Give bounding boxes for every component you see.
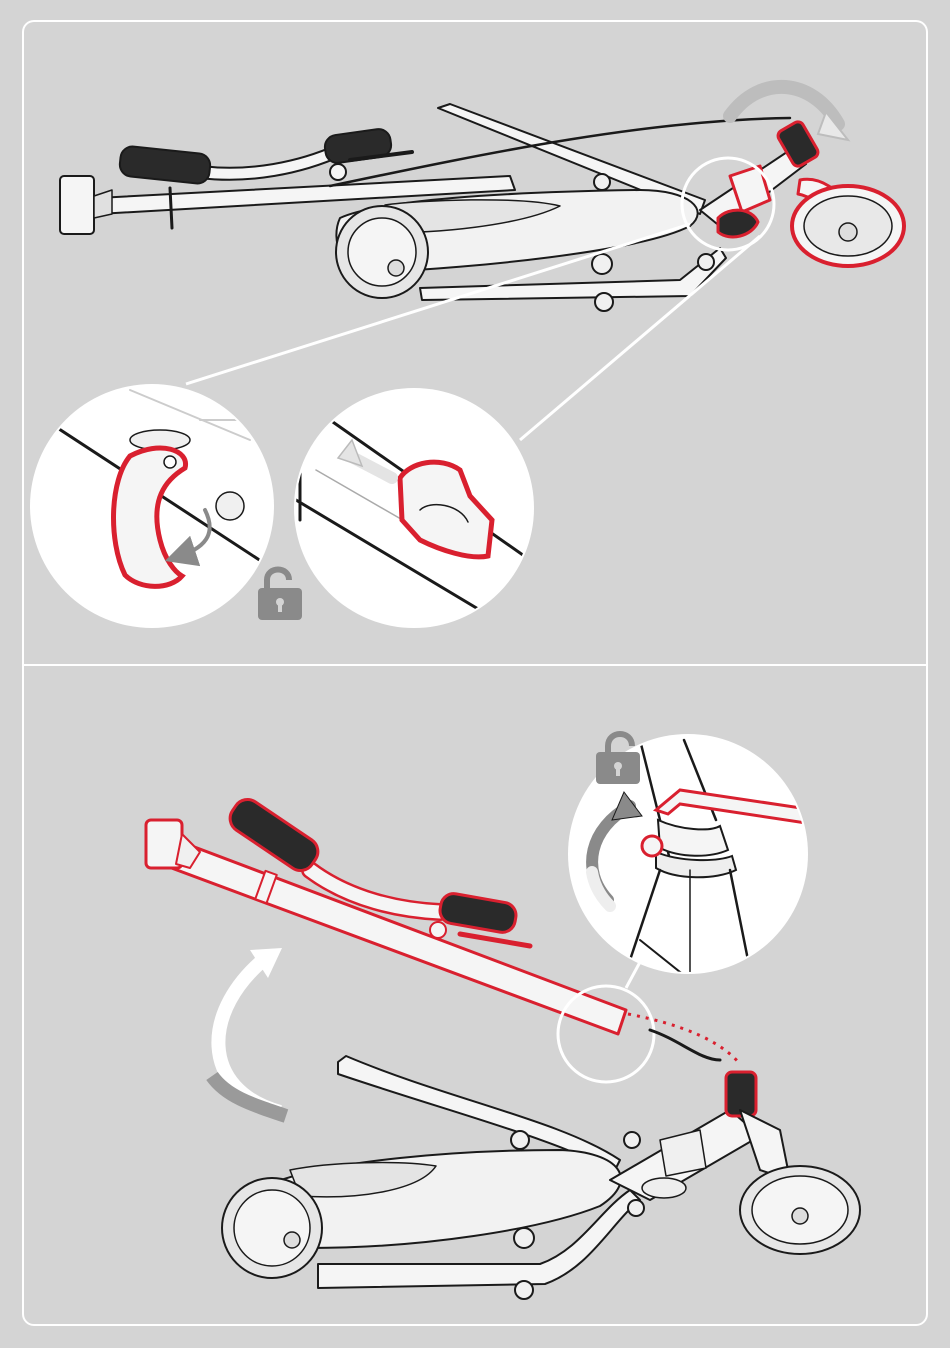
detail-callout-ring <box>558 986 654 1082</box>
folded-scooter-top <box>60 104 904 311</box>
detail-latch-push <box>294 388 534 640</box>
padlock-unlocked-icon <box>596 734 640 784</box>
fold-latch-highlight <box>718 210 758 237</box>
handlebar-grip-right <box>438 892 518 935</box>
detail-latch-rotate <box>30 384 290 628</box>
padlock-unlocked-icon <box>258 570 302 621</box>
handlebar-stem-raised <box>146 794 626 1034</box>
scooter-base-bottom <box>222 1030 860 1299</box>
handlebar-grip-left <box>119 145 212 184</box>
stem-clamp-head <box>60 176 94 234</box>
